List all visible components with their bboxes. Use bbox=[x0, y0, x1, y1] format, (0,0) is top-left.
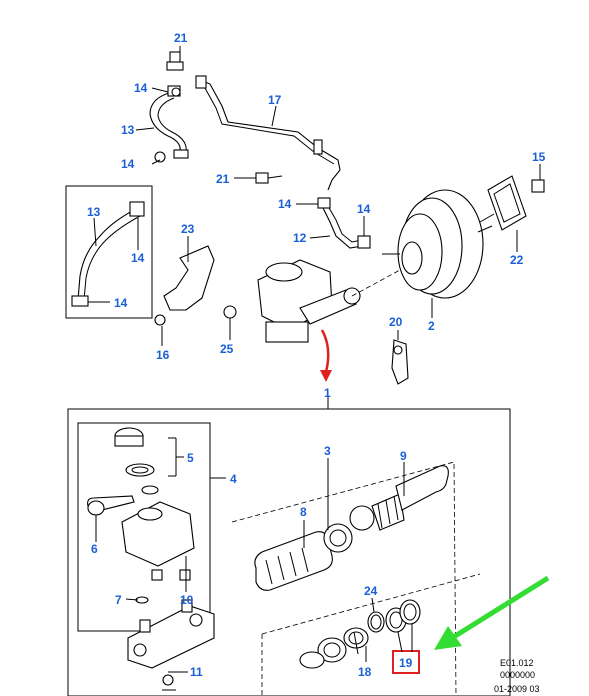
callout-22: 22 bbox=[510, 253, 524, 267]
callout-17: 17 bbox=[268, 93, 282, 107]
ring-24 bbox=[367, 611, 385, 633]
callout-14-e: 14 bbox=[131, 251, 145, 265]
master-cylinder-upper bbox=[257, 259, 361, 343]
leader-lines bbox=[88, 87, 541, 673]
nut-15 bbox=[531, 170, 545, 193]
callout-24: 24 bbox=[364, 584, 378, 598]
clip-20 bbox=[391, 339, 409, 385]
hose-13-upper bbox=[149, 85, 189, 159]
callout-7: 7 bbox=[115, 593, 122, 607]
master-cylinder-body bbox=[127, 599, 215, 691]
brake-booster-2 bbox=[382, 189, 495, 299]
pin-6 bbox=[87, 495, 135, 540]
callout-14-f: 14 bbox=[114, 296, 128, 310]
piston-rod-9 bbox=[349, 465, 449, 531]
callout-18: 18 bbox=[358, 665, 372, 679]
callout-13-a: 13 bbox=[121, 123, 135, 137]
seal-19 bbox=[385, 599, 421, 633]
bracket-23 bbox=[154, 245, 237, 326]
reference-line-1: E01.012 bbox=[500, 658, 534, 668]
bolt-21-top bbox=[166, 46, 184, 71]
piston-10 bbox=[299, 627, 369, 669]
callout-12: 12 bbox=[293, 231, 307, 245]
callout-21-mid: 21 bbox=[216, 172, 230, 186]
inset-hose-box bbox=[65, 185, 153, 319]
callout-14-d: 14 bbox=[357, 202, 371, 216]
callout-6: 6 bbox=[91, 542, 98, 556]
callout-8: 8 bbox=[300, 505, 307, 519]
reference-line-3: 01-2009 03 bbox=[494, 684, 540, 694]
callout-19: 19 bbox=[399, 656, 413, 670]
callout-14-c: 14 bbox=[278, 197, 292, 211]
reference-line-2: 0000000 bbox=[500, 670, 535, 680]
callout-3: 3 bbox=[324, 444, 331, 458]
reference-code: E01.012 0000000 01-2009 03 bbox=[494, 658, 540, 694]
callout-14-a: 14 bbox=[134, 81, 148, 95]
callout-20: 20 bbox=[389, 315, 403, 329]
callout-labels: 21 14 17 13 14 21 15 14 14 12 22 13 14 1… bbox=[87, 31, 546, 679]
callout-1: 1 bbox=[324, 386, 331, 400]
callout-25: 25 bbox=[220, 342, 234, 356]
callout-14-b: 14 bbox=[121, 157, 135, 171]
green-arrow bbox=[434, 575, 550, 650]
piston-assembly-8 bbox=[254, 523, 353, 591]
callout-2: 2 bbox=[428, 319, 435, 333]
exploded-view-frame bbox=[67, 408, 511, 696]
reservoir-4 bbox=[114, 427, 195, 604]
callout-9: 9 bbox=[400, 449, 407, 463]
callout-5: 5 bbox=[187, 451, 194, 465]
callout-11: 11 bbox=[190, 665, 203, 679]
gasket-22 bbox=[487, 175, 527, 231]
highlight-box-19 bbox=[392, 650, 420, 674]
vacuum-pipe-17 bbox=[195, 75, 341, 191]
red-arrow bbox=[320, 329, 332, 382]
callout-10: 10 bbox=[180, 593, 194, 607]
callout-4: 4 bbox=[230, 472, 237, 486]
callout-15: 15 bbox=[532, 150, 546, 164]
bolt-21-mid bbox=[255, 172, 283, 184]
callout-13-b: 13 bbox=[87, 205, 101, 219]
callout-21-top: 21 bbox=[174, 31, 188, 45]
callout-16: 16 bbox=[156, 348, 170, 362]
hose-12 bbox=[317, 197, 371, 249]
callout-23: 23 bbox=[181, 222, 195, 236]
